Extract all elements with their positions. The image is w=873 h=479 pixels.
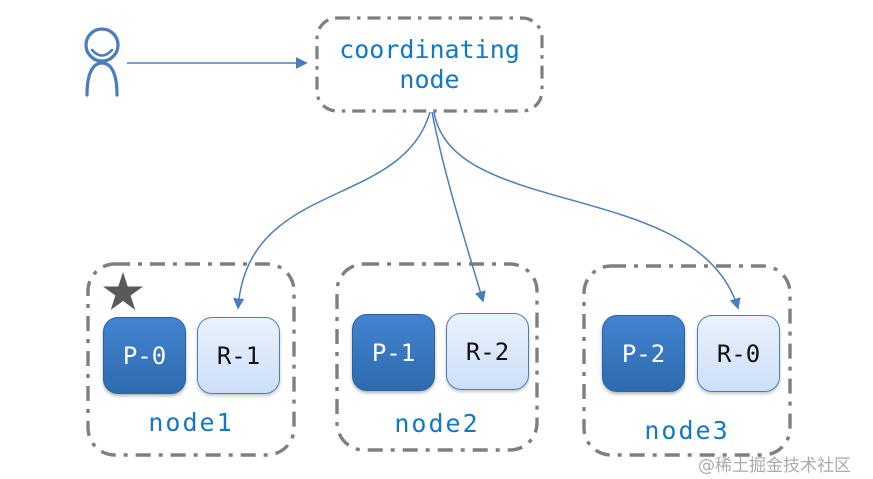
node3-label: node3 [644,416,730,445]
node2-border [335,262,539,452]
node2-label: node2 [394,409,480,438]
primary-shard-p2: P-2 [602,315,685,392]
star-icon [103,272,143,310]
node1-label: node1 [148,408,234,437]
replica-shard-r1: R-1 [197,317,280,394]
coordinator-to-node1-arrow [233,111,431,310]
person-icon [84,27,120,97]
primary-shard-p1: P-1 [352,314,435,391]
node1-border [86,262,296,457]
coordinating-node-label: coordinating node [339,35,520,94]
node3-border [582,264,792,457]
replica-shard-r2: R-2 [446,313,529,390]
primary-shard-p0: P-0 [103,317,186,394]
coordinating-node-border [315,16,544,113]
coordinator-to-node2-arrow [431,111,486,303]
replica-shard-r0: R-0 [697,315,780,392]
coordinator-to-node3-arrow [433,111,741,310]
watermark: @稀土掘金技术社区 [698,456,851,476]
